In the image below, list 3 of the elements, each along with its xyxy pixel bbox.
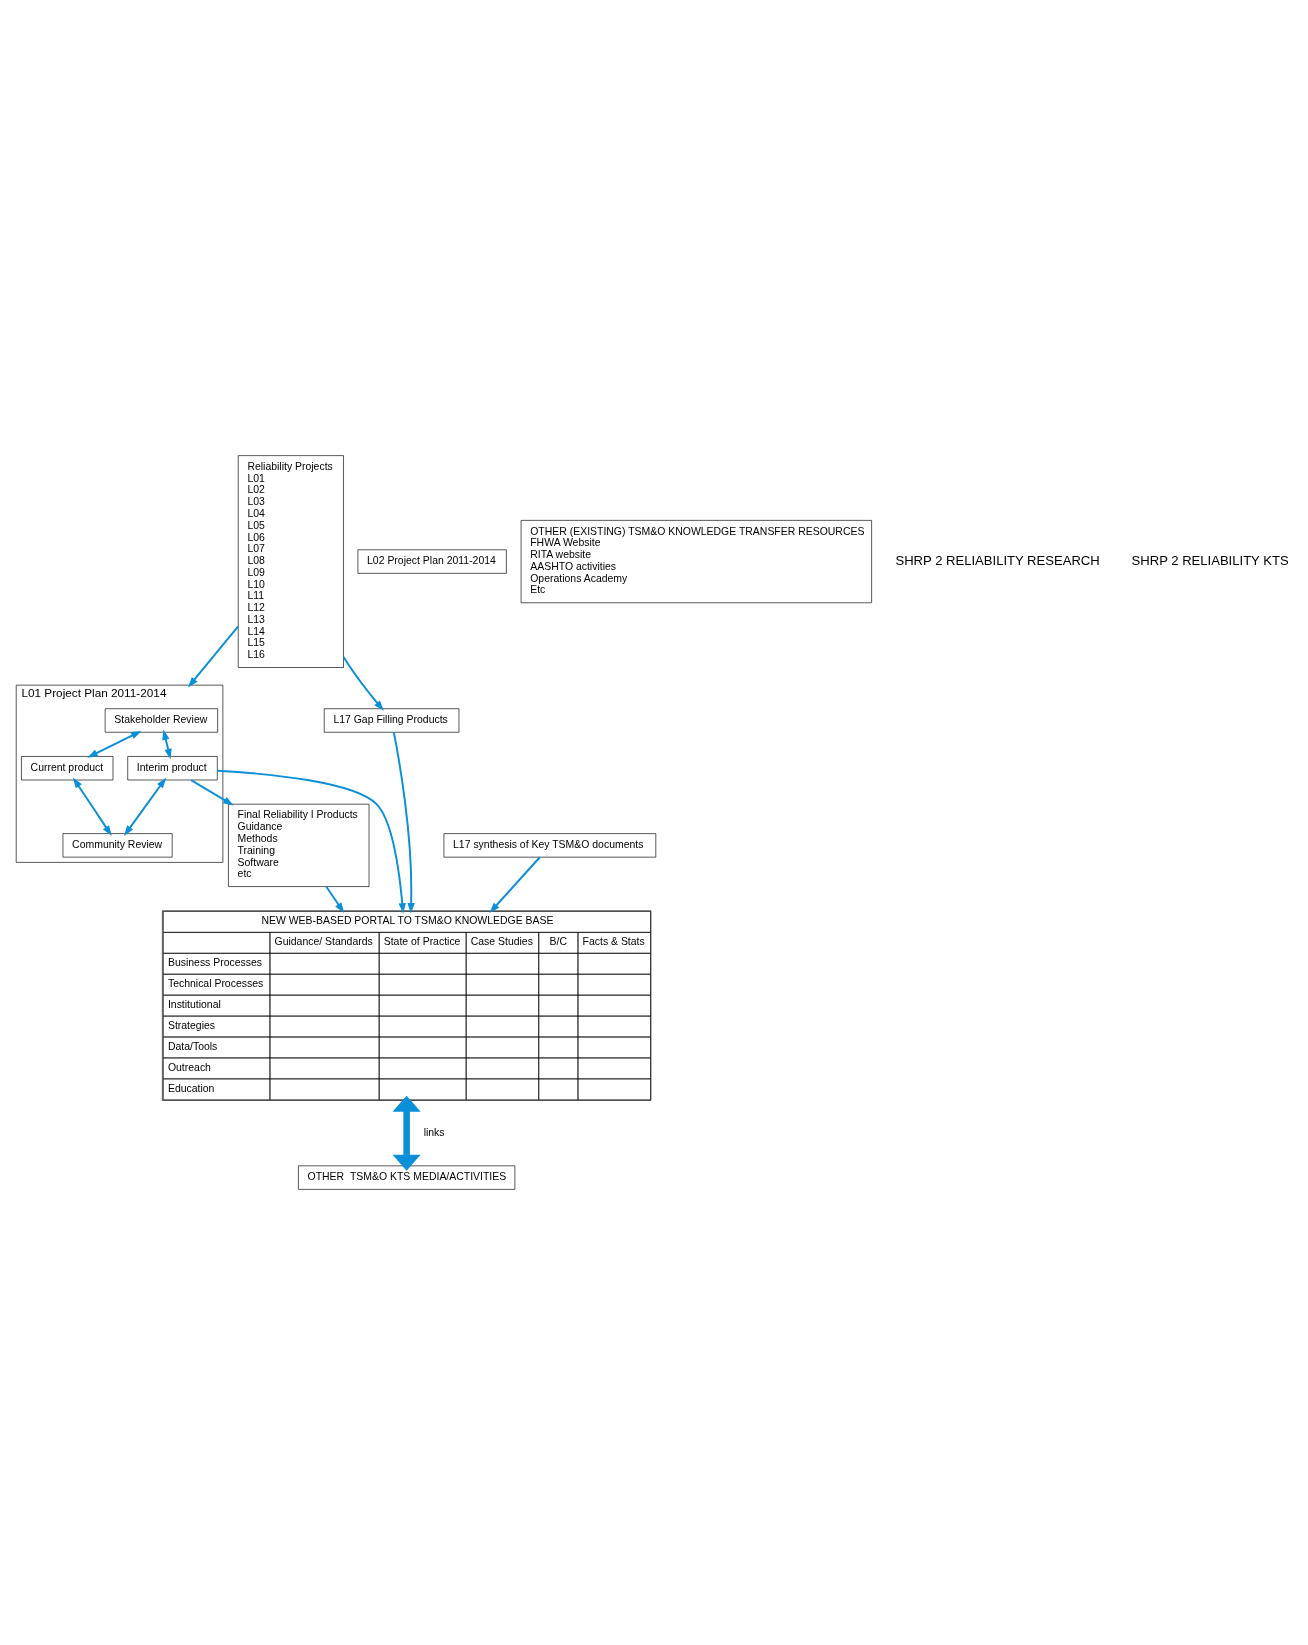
edge-label: links [423, 1126, 445, 1138]
label: SHRP 2 RELIABILITY KTS [1131, 552, 1289, 568]
label: SHRP 2 RELIABILITY RESEARCH [895, 552, 1100, 568]
